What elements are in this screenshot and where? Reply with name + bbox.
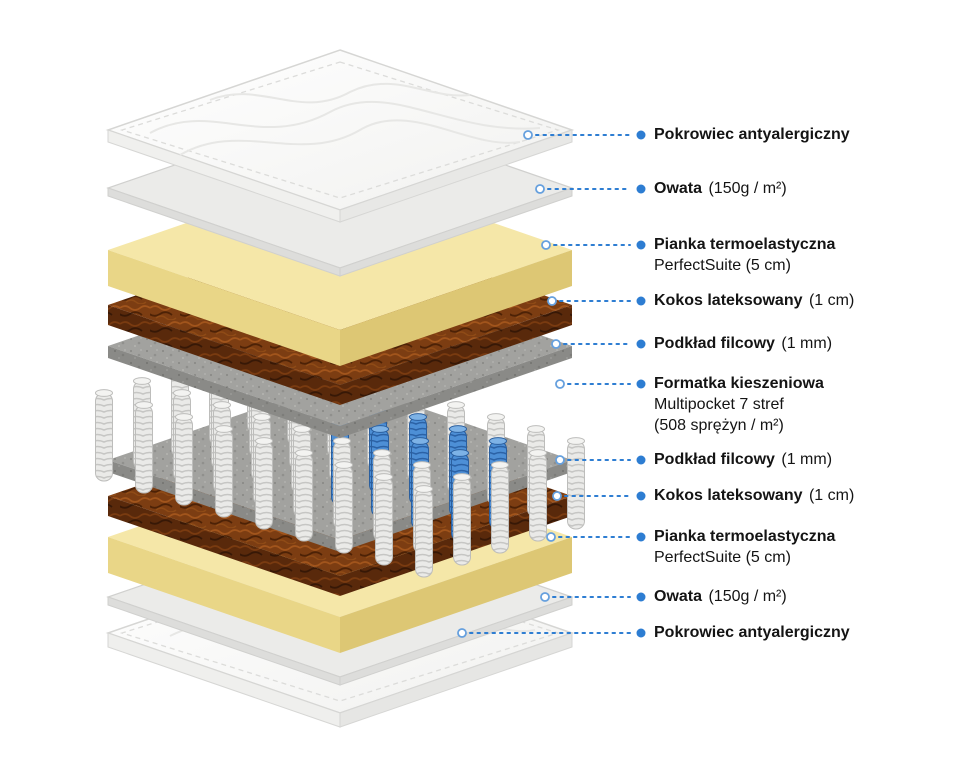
- right-face: [340, 305, 572, 405]
- leader-line: [546, 532, 646, 542]
- leader-lines: [457, 130, 646, 638]
- right-face: [339, 187, 573, 277]
- spring: [491, 461, 509, 554]
- leader-line: [541, 240, 646, 250]
- right-face: [340, 346, 572, 438]
- left-face: [108, 305, 340, 405]
- spring: [415, 485, 433, 578]
- left-face: [108, 250, 340, 366]
- quilt-wave: [209, 82, 471, 104]
- spring: [175, 413, 193, 506]
- right-face: [339, 596, 573, 686]
- quilt-wave: [179, 119, 521, 156]
- left-face: [108, 537, 340, 653]
- spring: [295, 449, 313, 542]
- spring: [567, 437, 585, 530]
- quilt-wave: [149, 100, 541, 134]
- spring: [135, 401, 153, 494]
- leader-line: [535, 184, 646, 194]
- spring: [95, 389, 113, 482]
- right-face: [339, 129, 573, 223]
- spring: [215, 425, 233, 518]
- right-face: [339, 632, 573, 728]
- leader-line: [555, 455, 646, 465]
- leader-line: [552, 491, 646, 501]
- right-face: [340, 250, 572, 366]
- spring: [529, 449, 547, 542]
- spring: [255, 437, 273, 530]
- spring: [375, 473, 393, 566]
- spring: [453, 473, 471, 566]
- left-face: [108, 496, 340, 596]
- leader-line: [523, 130, 646, 140]
- leader-line: [540, 592, 646, 602]
- leader-line: [457, 628, 646, 638]
- spring: [335, 461, 353, 554]
- leader-line: [551, 339, 646, 349]
- leader-line: [547, 296, 646, 306]
- left-face: [108, 346, 340, 438]
- layer-cover-top: [105, 49, 575, 223]
- leader-line: [555, 379, 646, 389]
- right-face: [340, 537, 572, 653]
